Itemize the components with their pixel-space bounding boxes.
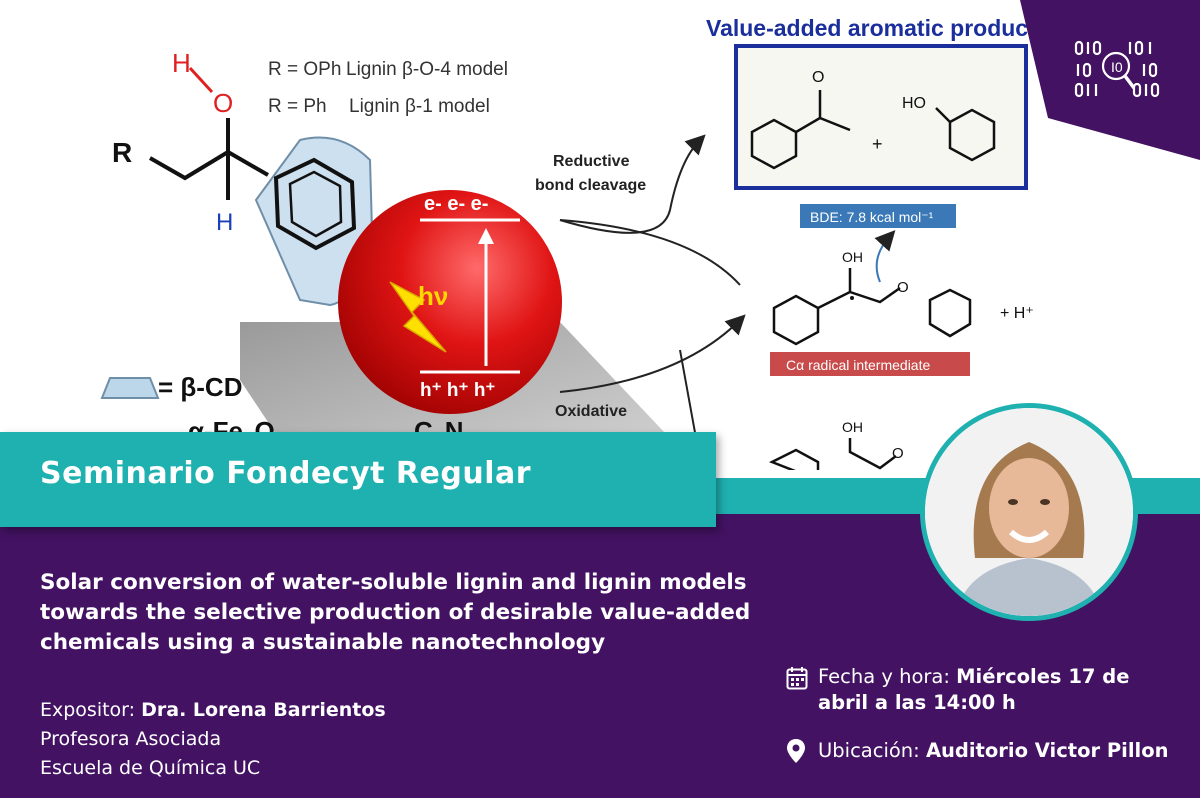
svg-text:+: +: [872, 134, 883, 154]
speaker-photo: [920, 403, 1138, 621]
talk-title: Solar conversion of water-soluble lignin…: [40, 570, 751, 655]
event-date: Fecha y hora: Miércoles 17 de abril a la…: [786, 664, 1166, 716]
cd-legend-icon: [100, 377, 160, 399]
svg-text:R = OPh: R = OPh: [268, 59, 341, 80]
bde-badge: [800, 204, 956, 228]
svg-text:R = Ph: R = Ph: [268, 96, 327, 117]
svg-text:h⁺ h⁺ h⁺: h⁺ h⁺ h⁺: [420, 380, 495, 401]
svg-text:I0: I0: [1111, 59, 1123, 75]
speaker-line: Expositor: Dra. Lorena Barrientos: [40, 696, 386, 725]
lignin-model-molecule: [149, 118, 269, 200]
speaker-info: Expositor: Dra. Lorena Barrientos Profes…: [40, 696, 386, 783]
location-value: Auditorio Victor Pillon: [925, 739, 1169, 762]
svg-text:Cα radical intermediate: Cα radical intermediate: [786, 357, 930, 373]
radical-badge: [770, 352, 970, 376]
speaker-name: Dra. Lorena Barrientos: [141, 699, 386, 721]
svg-text:HO: HO: [902, 95, 926, 112]
svg-text:BDE: 7.8 kcal mol⁻¹: BDE: 7.8 kcal mol⁻¹: [810, 209, 934, 225]
svg-text:e- e- e-: e- e- e-: [424, 193, 488, 215]
svg-text:Reductive: Reductive: [553, 153, 630, 170]
event-location: Ubicación: Auditorio Victor Pillon: [786, 738, 1186, 764]
seminar-title: Seminario Fondecyt Regular: [40, 456, 532, 491]
oxidative-arrow: [559, 314, 746, 393]
svg-text:Lignin β-O-4 model: Lignin β-O-4 model: [346, 59, 508, 80]
benzene-ring: [273, 157, 357, 251]
svg-text:Oxidative: Oxidative: [555, 403, 627, 420]
svg-text:bond cleavage: bond cleavage: [535, 177, 646, 194]
svg-text:= β-CD: = β-CD: [158, 372, 243, 402]
date-value: Miércoles 17 de abril a las 14:00 h: [818, 665, 1130, 714]
lightning-bolt-icon: [389, 281, 447, 353]
svg-text:OH: OH: [842, 249, 863, 265]
speaker-role: Profesora Asociada: [40, 728, 222, 750]
atom-h-bottom: H: [216, 209, 233, 236]
svg-text:O: O: [812, 69, 824, 86]
atom-h-top: H: [172, 48, 191, 78]
atom-oxygen: O: [213, 88, 233, 118]
location-label: Ubicación:: [818, 739, 926, 762]
title-banner: Seminario Fondecyt Regular: [0, 432, 716, 527]
map-pin-icon: [787, 739, 805, 763]
speaker-affiliation: Escuela de Química UC: [40, 757, 261, 779]
products-box: [734, 44, 1028, 190]
svg-text:+ H⁺: + H⁺: [1000, 305, 1034, 322]
svg-text:O: O: [892, 445, 904, 462]
svg-text:OH: OH: [842, 419, 863, 435]
date-label: Fecha y hora:: [818, 665, 957, 688]
photocatalyst-sphere: [338, 190, 562, 414]
svg-text:O: O: [897, 279, 909, 296]
speaker-label: Expositor:: [40, 699, 142, 721]
corner-decoration: [1020, 0, 1200, 160]
reductive-arrow: [559, 134, 706, 234]
svg-text:Lignin β-1 model: Lignin β-1 model: [349, 96, 490, 117]
atom-r: R: [112, 137, 132, 168]
svg-text:hν: hν: [418, 281, 448, 311]
binary-search-logo-icon: I0: [1074, 40, 1160, 98]
calendar-icon: [786, 667, 808, 690]
products-heading: Value-added aromatic produc: [706, 15, 1028, 41]
